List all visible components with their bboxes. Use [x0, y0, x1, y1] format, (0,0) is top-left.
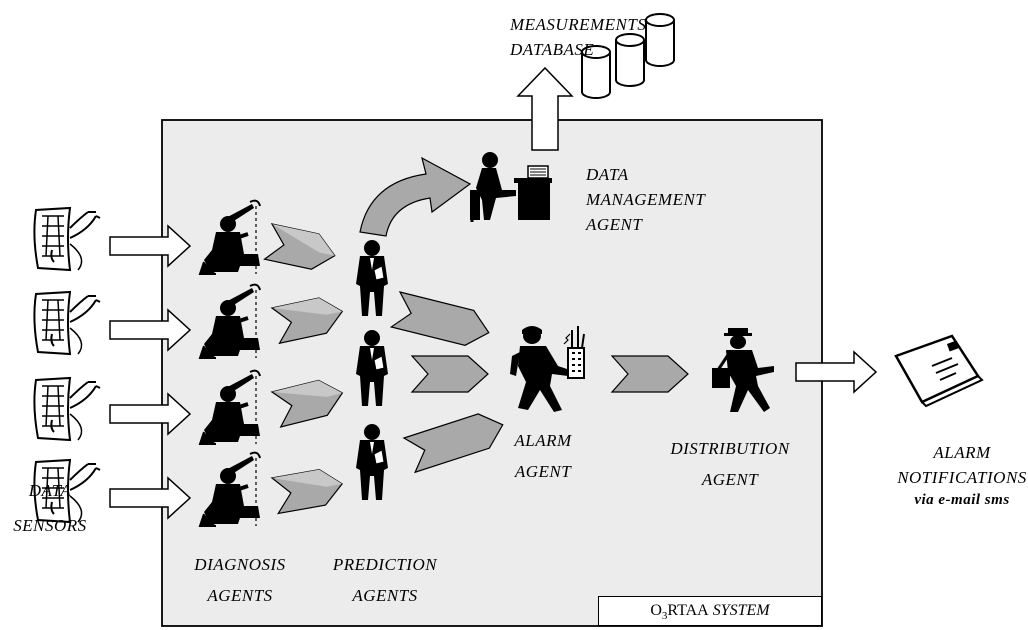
flow-arrow — [389, 291, 490, 346]
system-name-box: O3RTAA SYSTEM — [598, 596, 822, 626]
distribution-agent-label: DISTRIBUTION AGENT — [670, 439, 790, 489]
diagnosis-agents-label: DIAGNOSIS AGENTS — [194, 555, 286, 605]
envelope-icon — [894, 334, 984, 408]
flow-arrow — [610, 355, 689, 393]
data-management-agent-icon — [470, 152, 552, 222]
curved-arrow-to-data-management — [359, 156, 472, 237]
arrow-to-database — [516, 66, 574, 151]
data-sensors-label: DATA SENSORS — [13, 481, 87, 535]
flow-arrow — [402, 413, 504, 474]
alarm-agent-icon — [510, 326, 585, 412]
database-icon — [581, 13, 675, 99]
flow-arrow — [410, 355, 489, 393]
measurements-database-label: MEASUREMENTS DATABASE — [510, 15, 647, 59]
alarm-agent-label: ALARM AGENT — [514, 431, 572, 481]
prediction-agents-label: PREDICTION AGENTS — [332, 555, 438, 605]
sensor-icon — [33, 207, 101, 271]
distribution-agent-icon — [712, 328, 774, 412]
data-management-agent-label: DATA MANAGEMENT AGENT — [586, 165, 706, 234]
alarm-notifications-label: ALARM NOTIFICATIONS via e-mail sms — [897, 443, 1027, 508]
sensor-icon — [33, 377, 101, 441]
sensor-icon — [33, 291, 101, 355]
